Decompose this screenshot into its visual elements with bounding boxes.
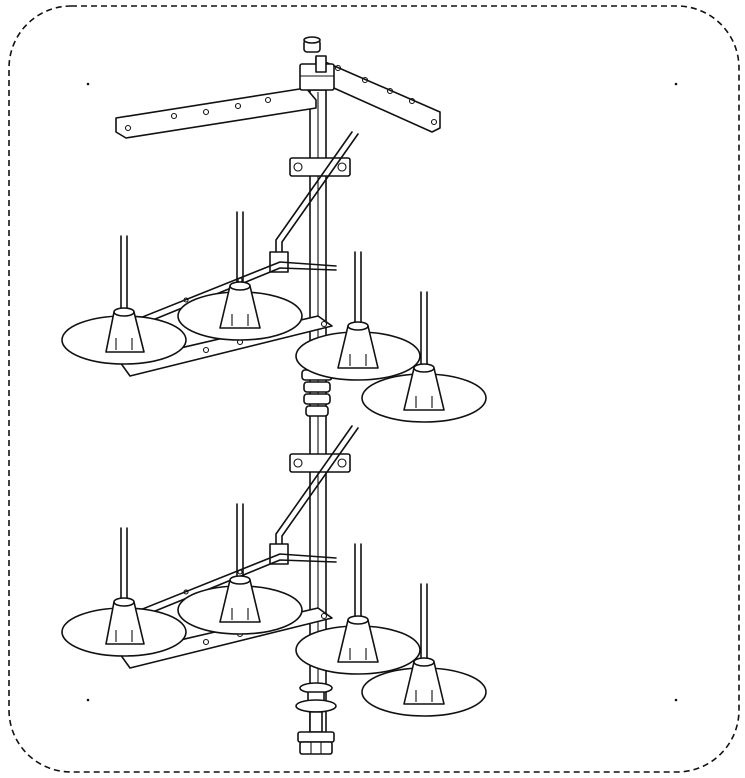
spool	[295, 543, 421, 675]
upper-tier	[61, 131, 487, 423]
spool	[177, 503, 303, 635]
spool	[61, 527, 187, 657]
spool	[295, 251, 421, 381]
spool	[177, 211, 303, 341]
spool	[361, 583, 487, 717]
dashed-frame	[8, 5, 740, 773]
corner-dots	[86, 82, 678, 702]
spool	[61, 235, 187, 365]
spool	[361, 291, 487, 423]
lower-tier	[61, 425, 487, 717]
top-arm-bracket	[115, 55, 441, 139]
